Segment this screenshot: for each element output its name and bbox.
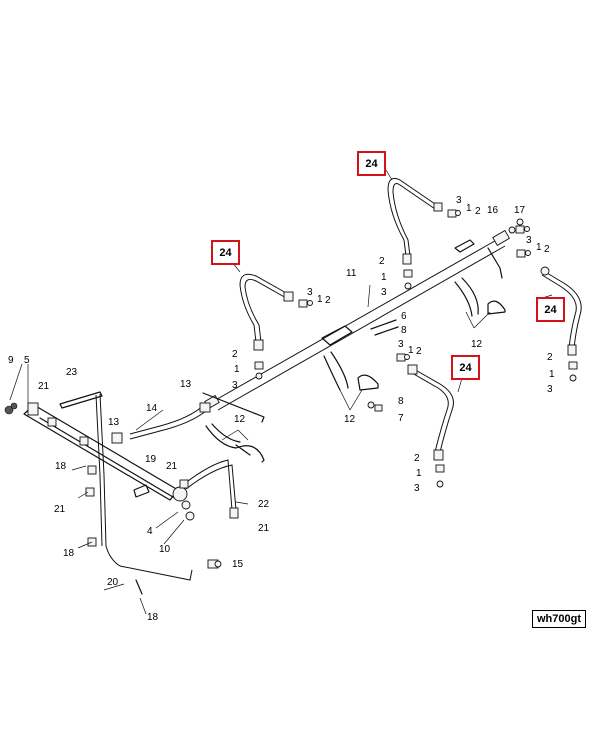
svg-text:18: 18 xyxy=(63,548,75,559)
svg-text:24: 24 xyxy=(544,304,557,316)
svg-text:3: 3 xyxy=(526,235,532,246)
svg-text:1: 1 xyxy=(317,294,323,305)
svg-text:7: 7 xyxy=(398,413,404,424)
svg-text:2: 2 xyxy=(379,256,385,267)
svg-text:23: 23 xyxy=(66,367,78,378)
main-pipe xyxy=(202,229,511,423)
svg-text:1: 1 xyxy=(416,468,422,479)
svg-text:8: 8 xyxy=(401,325,407,336)
svg-text:19: 19 xyxy=(145,454,157,465)
svg-text:18: 18 xyxy=(147,612,159,623)
svg-text:1: 1 xyxy=(549,369,555,380)
svg-text:2: 2 xyxy=(414,453,420,464)
fitting-15 xyxy=(207,559,222,569)
callout-24-right: 24 xyxy=(536,297,565,322)
svg-text:17: 17 xyxy=(514,205,526,216)
pipe-22 xyxy=(179,444,251,519)
svg-text:3: 3 xyxy=(547,384,553,395)
svg-text:3: 3 xyxy=(414,483,420,494)
callout-24-left: 24 xyxy=(211,240,240,265)
drawing-code-label: wh700gt xyxy=(532,610,586,628)
callout-24-top: 24 xyxy=(357,151,386,176)
svg-text:15: 15 xyxy=(232,559,244,570)
svg-text:21: 21 xyxy=(38,381,50,392)
svg-text:1: 1 xyxy=(536,242,542,253)
svg-text:16: 16 xyxy=(487,205,499,216)
svg-text:24: 24 xyxy=(219,247,232,259)
svg-text:21: 21 xyxy=(166,461,178,472)
svg-text:11: 11 xyxy=(346,268,357,279)
svg-text:20: 20 xyxy=(107,577,119,588)
pipe-14 xyxy=(129,402,211,440)
leader-lines xyxy=(9,169,553,615)
svg-text:3: 3 xyxy=(381,287,387,298)
bolt-18 xyxy=(135,579,143,595)
svg-text:1: 1 xyxy=(408,345,414,356)
svg-text:2: 2 xyxy=(475,206,481,217)
fitting-group-top xyxy=(254,209,578,488)
svg-text:2: 2 xyxy=(416,346,422,357)
svg-text:3: 3 xyxy=(398,339,404,350)
svg-text:24: 24 xyxy=(365,158,378,170)
svg-text:14: 14 xyxy=(146,403,158,414)
hose-top xyxy=(387,177,443,265)
svg-text:2: 2 xyxy=(232,349,238,360)
clamps xyxy=(205,277,506,463)
part-number-labels: 2 1 3 3 1 2 16 17 3 1 2 11 3 1 2 2 1 3 6… xyxy=(8,195,555,623)
svg-text:3: 3 xyxy=(232,380,238,391)
svg-text:5: 5 xyxy=(24,355,30,366)
svg-text:2: 2 xyxy=(325,295,331,306)
hose-left xyxy=(239,273,294,351)
svg-text:21: 21 xyxy=(258,523,270,534)
svg-text:2: 2 xyxy=(544,244,550,255)
svg-text:8: 8 xyxy=(398,396,404,407)
svg-text:9: 9 xyxy=(8,355,14,366)
svg-text:6: 6 xyxy=(401,311,407,322)
callout-24-mid: 24 xyxy=(451,355,480,380)
svg-text:12: 12 xyxy=(471,339,483,350)
svg-text:3: 3 xyxy=(307,287,313,298)
svg-text:1: 1 xyxy=(234,364,240,375)
svg-text:3: 3 xyxy=(456,195,462,206)
svg-text:12: 12 xyxy=(234,414,246,425)
svg-text:4: 4 xyxy=(147,526,153,537)
svg-text:1: 1 xyxy=(466,203,472,214)
svg-text:1: 1 xyxy=(381,272,387,283)
svg-text:12: 12 xyxy=(344,414,356,425)
hose-mid xyxy=(407,364,454,461)
svg-text:21: 21 xyxy=(54,504,66,515)
svg-text:10: 10 xyxy=(159,544,171,555)
svg-text:13: 13 xyxy=(180,379,192,390)
cylinder-assembly xyxy=(4,391,195,581)
hose-right xyxy=(540,266,582,356)
svg-text:18: 18 xyxy=(55,461,67,472)
svg-text:22: 22 xyxy=(258,499,270,510)
svg-text:24: 24 xyxy=(459,362,472,374)
svg-text:2: 2 xyxy=(547,352,553,363)
svg-text:13: 13 xyxy=(108,417,120,428)
